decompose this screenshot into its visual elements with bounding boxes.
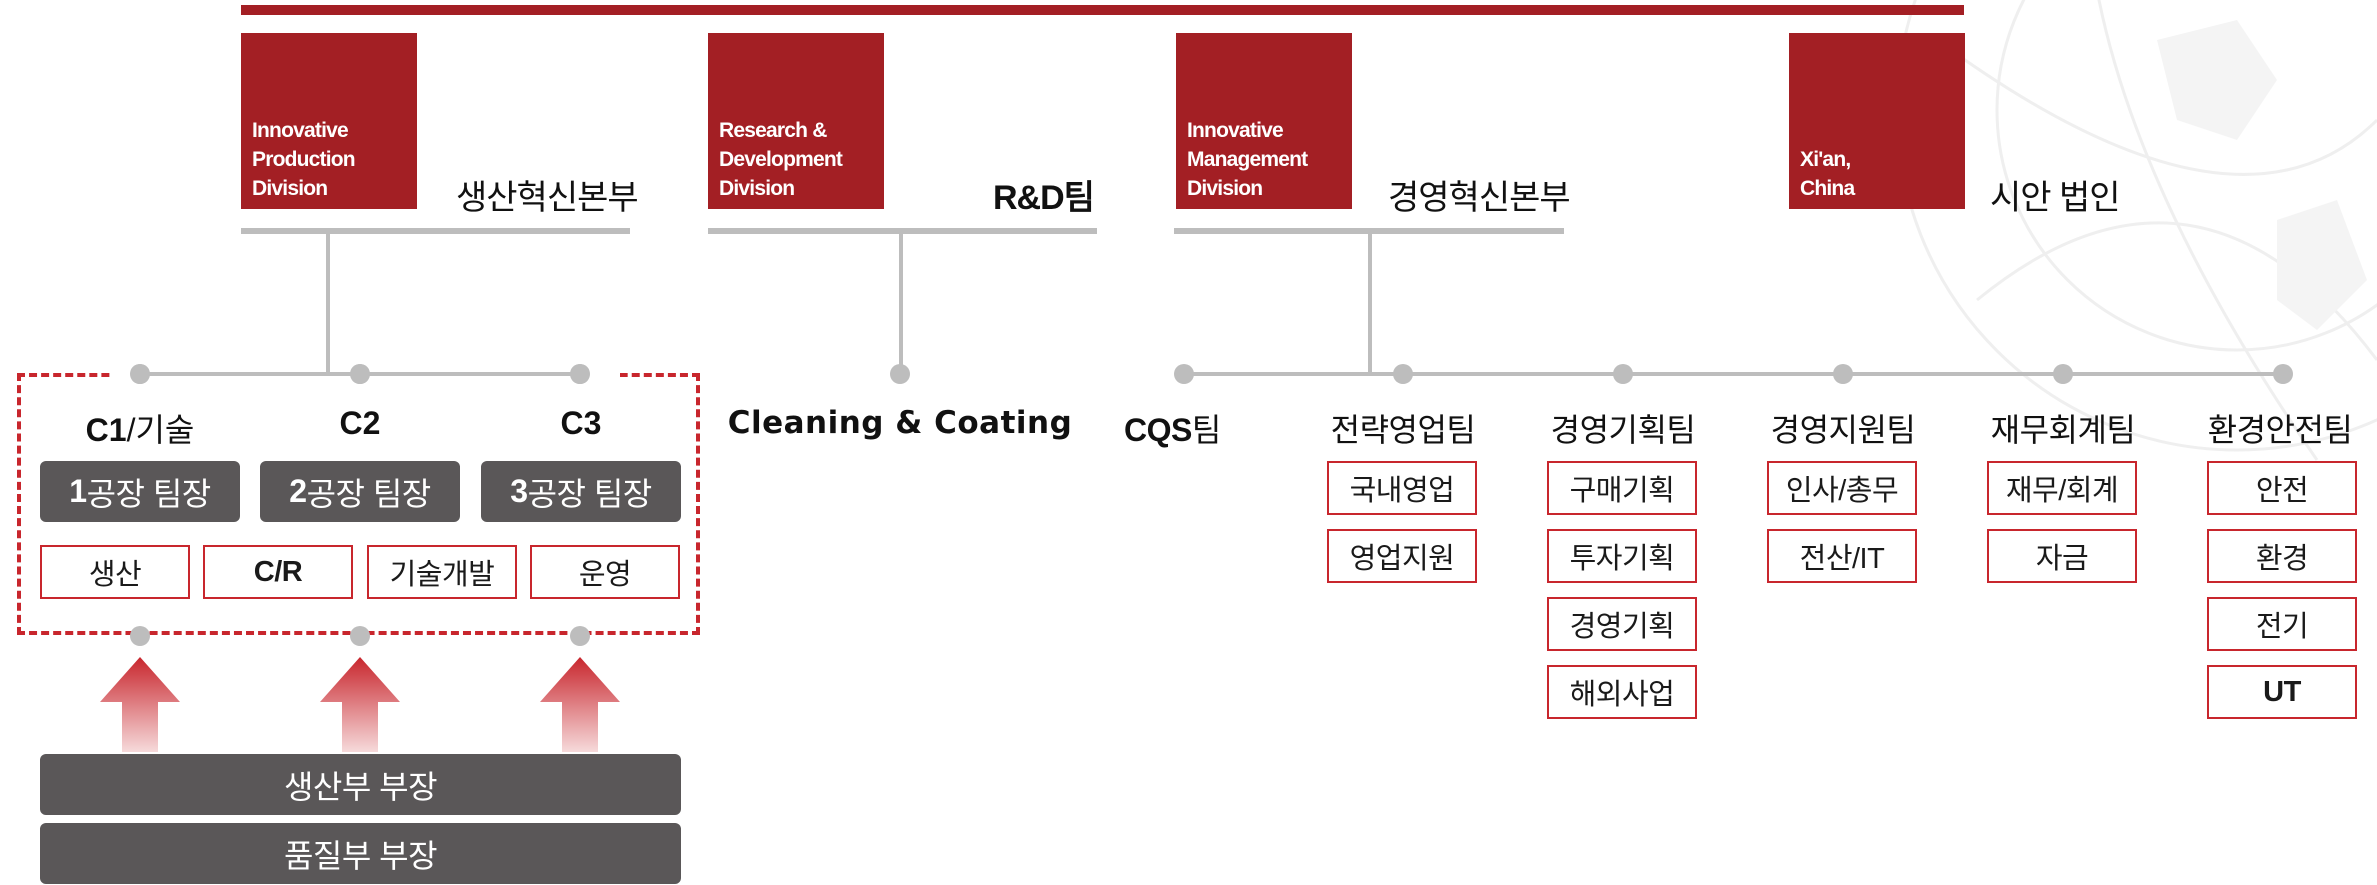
column-code: C3 xyxy=(560,405,602,441)
division-underline xyxy=(1174,228,1564,234)
factory-number: 3 xyxy=(510,473,528,509)
sub-team-box: 전기 xyxy=(2207,597,2357,651)
division-en-line: Research & xyxy=(719,119,827,142)
column-label-c2: C2 xyxy=(260,405,460,442)
connector-line xyxy=(326,360,330,374)
column-code: C1 xyxy=(85,412,127,448)
connector-node xyxy=(130,364,150,384)
connector-node xyxy=(890,364,910,384)
division-box-production: Innovative Production Division xyxy=(241,33,417,209)
connector-node xyxy=(570,626,590,646)
division-en-line: Division xyxy=(719,177,795,200)
sub-team-box: 자금 xyxy=(1987,529,2137,583)
connector-line xyxy=(1368,234,1372,374)
team-label-support: 경영지원팀 xyxy=(1770,412,1916,448)
division-en-line: Development xyxy=(719,148,843,171)
up-arrow-icon xyxy=(100,657,180,752)
division-underline xyxy=(708,228,1097,234)
factory-leader-text: 공장 팀장 xyxy=(86,475,212,512)
quality-manager-bar: 품질부 부장 xyxy=(40,823,681,884)
factory-leader-text: 공장 팀장 xyxy=(527,475,653,512)
connector-node xyxy=(1613,364,1633,384)
sub-team-box: 경영기획 xyxy=(1547,597,1697,651)
column-code: C2 xyxy=(339,405,381,441)
sub-team-box: 해외사업 xyxy=(1547,665,1697,719)
sub-team-box: 재무/회계 xyxy=(1987,461,2137,515)
connector-node xyxy=(570,364,590,384)
division-title-xian: 시안 법인 xyxy=(1990,179,2121,217)
division-en-line: Production xyxy=(252,148,356,171)
division-box-management: Innovative Management Division xyxy=(1176,33,1352,209)
connector-node xyxy=(350,626,370,646)
sub-team-box: 인사/총무 xyxy=(1767,461,1917,515)
function-box: 기술개발 xyxy=(367,545,517,599)
rnd-team-label: Cleaning & Coating xyxy=(727,405,1073,441)
connector-node xyxy=(350,364,370,384)
division-title-management: 경영혁신본부 xyxy=(1388,179,1571,217)
sub-team-box: 환경 xyxy=(2207,529,2357,583)
team-label-safety: 환경안전팀 xyxy=(2207,412,2353,448)
division-en-line: Innovative xyxy=(1187,119,1284,142)
division-en-line: China xyxy=(1800,177,1855,200)
factory-number: 2 xyxy=(289,473,307,509)
column-suffix: /기술 xyxy=(126,412,195,448)
connector-node xyxy=(1393,364,1413,384)
team-label-finance: 재무회계팀 xyxy=(1990,412,2136,448)
connector-node xyxy=(1174,364,1194,384)
division-box-rnd: Research & Development Division xyxy=(708,33,884,209)
connector-line xyxy=(899,234,903,374)
division-title-rnd: R&D팀 xyxy=(993,179,1095,217)
division-en-line: Division xyxy=(252,177,328,200)
production-manager-bar: 생산부 부장 xyxy=(40,754,681,815)
factory-leader-text: 공장 팀장 xyxy=(306,475,432,512)
background-globe-watermark xyxy=(1895,0,2377,461)
function-box: 운영 xyxy=(530,545,680,599)
team-code: CQS xyxy=(1124,412,1192,448)
sub-team-box: 구매기획 xyxy=(1547,461,1697,515)
sub-team-box: 영업지원 xyxy=(1327,529,1477,583)
team-label-sales: 전략영업팀 xyxy=(1330,412,1476,448)
up-arrow-icon xyxy=(540,657,620,752)
factory-number: 1 xyxy=(69,473,87,509)
division-en-line: Innovative xyxy=(252,119,349,142)
column-label-c1: C1/기술 xyxy=(40,405,240,451)
sub-team-box: 투자기획 xyxy=(1547,529,1697,583)
team-label-planning: 경영기획팀 xyxy=(1550,412,1696,448)
division-en-line: Management xyxy=(1187,148,1308,171)
sub-team-box: 전산/IT xyxy=(1767,529,1917,583)
connector-node xyxy=(1833,364,1853,384)
division-underline xyxy=(241,228,630,234)
top-red-bar xyxy=(241,5,1964,15)
function-box: C/R xyxy=(203,545,353,599)
sub-team-box: UT xyxy=(2207,665,2357,719)
connector-line xyxy=(326,234,330,374)
sub-team-box: 국내영업 xyxy=(1327,461,1477,515)
division-en-line: Xi'an, xyxy=(1800,148,1851,171)
up-arrow-icon xyxy=(320,657,400,752)
sub-team-box: 안전 xyxy=(2207,461,2357,515)
connector-node xyxy=(2273,364,2293,384)
division-box-xian: Xi'an, China xyxy=(1789,33,1965,209)
connector-node xyxy=(130,626,150,646)
column-label-c3: C3 xyxy=(481,405,681,442)
division-title-production: 생산혁신본부 xyxy=(456,179,639,217)
connector-node xyxy=(2053,364,2073,384)
team-label-cqs: CQS팀 xyxy=(1124,405,1244,451)
team-suffix: 팀 xyxy=(1191,412,1221,448)
connector-line xyxy=(1184,372,2284,376)
function-box: 생산 xyxy=(40,545,190,599)
division-en-line: Division xyxy=(1187,177,1263,200)
